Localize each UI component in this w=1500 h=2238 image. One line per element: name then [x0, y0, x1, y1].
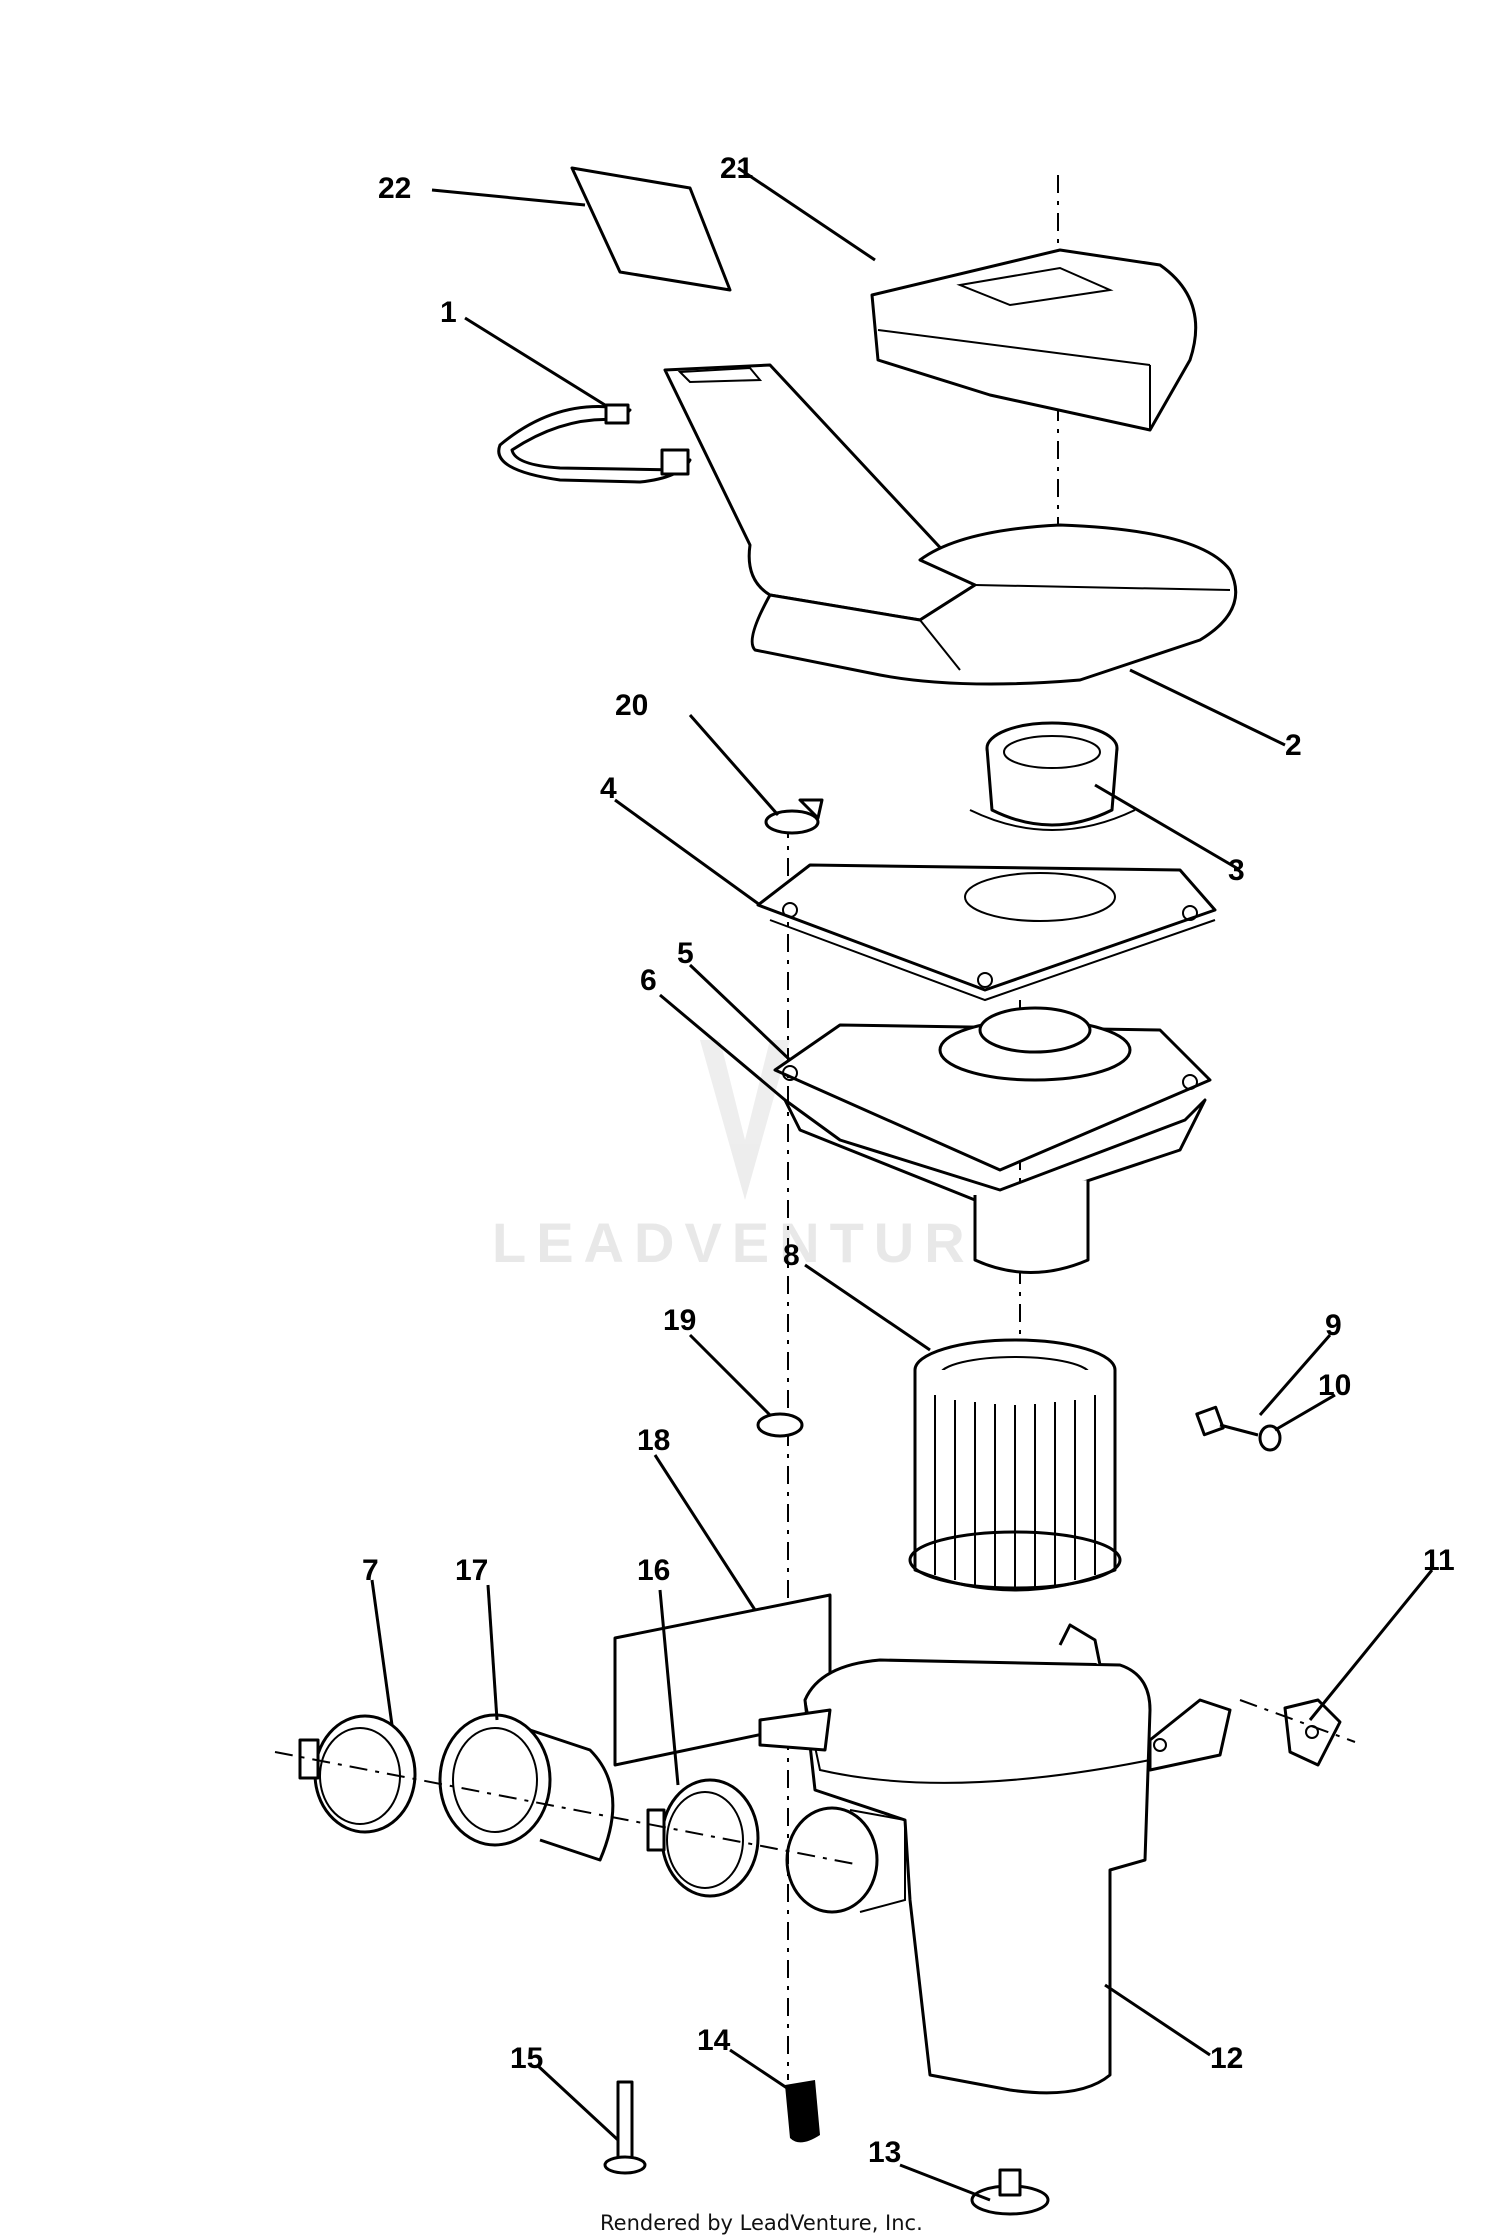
- label-14: 14: [697, 2024, 731, 2057]
- label-3: 3: [1228, 854, 1245, 887]
- label-15: 15: [510, 2042, 543, 2075]
- label-6: 6: [640, 964, 657, 997]
- label-22: 22: [378, 172, 411, 205]
- label-2: 2: [1285, 729, 1302, 762]
- part-21-cover-pad: [870, 248, 1198, 432]
- label-10: 10: [1318, 1369, 1351, 1402]
- part-1-strap: [497, 403, 692, 484]
- label-21: 21: [720, 152, 753, 185]
- label-9: 9: [1325, 1309, 1342, 1342]
- part-8-filter-element: [908, 1338, 1122, 1592]
- label-7: 7: [362, 1554, 379, 1587]
- label-8: 8: [783, 1239, 800, 1272]
- label-12: 12: [1210, 2042, 1243, 2075]
- part-10-washer: [1258, 1424, 1282, 1452]
- part-3-sleeve: [969, 721, 1136, 831]
- label-1: 1: [440, 296, 457, 329]
- part-15-bolt: [603, 2080, 647, 2175]
- footer-credit: Rendered by LeadVenture, Inc.: [600, 2211, 923, 2235]
- hose-axis-line: [274, 1751, 861, 1866]
- part-20-wing-nut: [764, 798, 824, 835]
- clip-axis-line: [1239, 1699, 1356, 1743]
- label-18: 18: [637, 1424, 670, 1457]
- filter-pleats: [934, 1395, 1096, 1588]
- part-labels: 22 21 1 2 3 20 4 5 6 8 19 9 10 11 18 7 1…: [362, 152, 1455, 2169]
- label-20: 20: [615, 689, 648, 722]
- label-5: 5: [677, 937, 694, 970]
- part-2-top-housing: [663, 363, 1238, 686]
- part-13-valve: [970, 2168, 1050, 2216]
- part-6-gasket: [783, 1098, 1207, 1212]
- leadventure-watermark: LEADVENTURE: [492, 1040, 1022, 1274]
- label-13: 13: [868, 2136, 901, 2169]
- label-17: 17: [455, 1554, 488, 1587]
- part-7-clamp: [298, 1714, 417, 1834]
- label-11: 11: [1423, 1544, 1455, 1577]
- part-16-clamp: [646, 1778, 760, 1898]
- label-4: 4: [600, 772, 617, 805]
- part-14-plug: [785, 2080, 820, 2143]
- leader-lines: [370, 166, 1434, 2202]
- part-19-washer: [756, 1412, 804, 1438]
- part-4-cover-plate: [756, 863, 1217, 1002]
- label-16: 16: [637, 1554, 670, 1587]
- part-9-screw: [1195, 1405, 1259, 1437]
- part-5-air-cleaner-cover: [773, 1006, 1212, 1172]
- intake-port: [785, 1806, 906, 1914]
- label-19: 19: [663, 1304, 696, 1337]
- part-22-plate: [570, 166, 732, 292]
- watermark-text: LEADVENTURE: [492, 1211, 1022, 1274]
- part-17-hose: [438, 1713, 615, 1862]
- part-11-clip: [1283, 1698, 1342, 1767]
- part-12-air-cleaner-body: [758, 1623, 1232, 2095]
- air-cleaner-outlet-tube: [973, 1180, 1090, 1274]
